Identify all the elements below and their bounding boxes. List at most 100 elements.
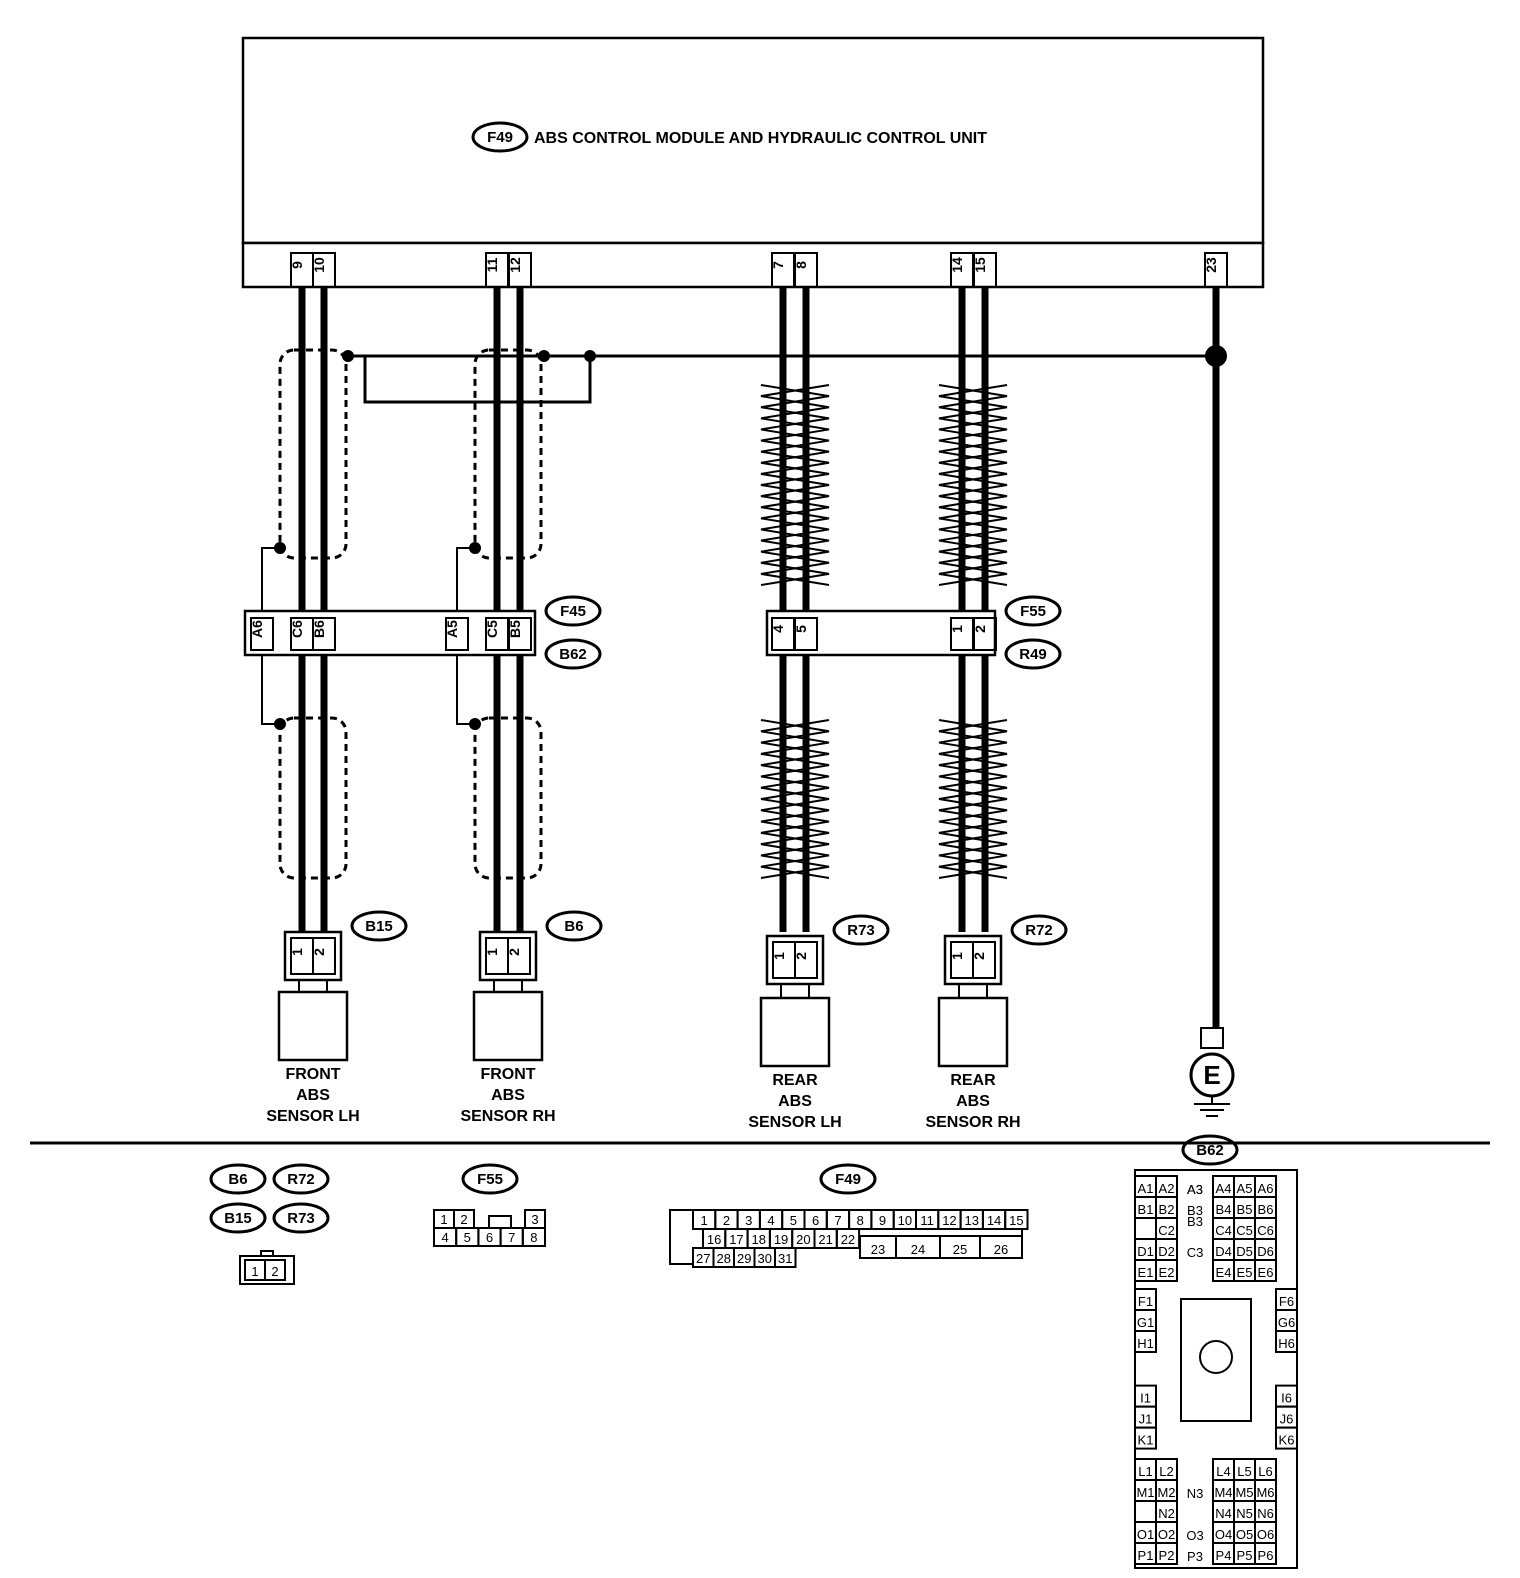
connector-pin: P5 [1237,1548,1253,1563]
sensor-body [759,996,831,1068]
module-pin-label: 7 [770,261,786,269]
connector-pin: 22 [841,1232,855,1247]
module-pin-label: 10 [311,257,327,273]
connector-pin: 12 [942,1213,956,1228]
connector-pin: H1 [1137,1336,1154,1351]
connector-pin: A6 [1258,1181,1274,1196]
sensor-body [472,990,544,1062]
connector-pin: B1 [1138,1202,1154,1217]
module-pin-label: 15 [972,257,988,273]
sensor-code: B15 [365,918,393,935]
connector-pin: I6 [1281,1391,1292,1406]
connector-pin: 18 [752,1232,766,1247]
connector-pin: O1 [1137,1527,1154,1542]
svg-text:1: 1 [949,952,965,960]
connector-pin: C6 [1257,1223,1274,1238]
connector-pin: 19 [774,1232,788,1247]
joint-pin-label: B5 [507,620,523,638]
svg-text:1: 1 [771,952,787,960]
sensor-label: FRONT [285,1066,340,1083]
connector-pin: 13 [965,1213,979,1228]
joint-pin-label: C5 [484,620,500,638]
joint-pin-label: A6 [249,620,265,638]
svg-text:B3: B3 [1187,1214,1203,1229]
twisted-pair-marker [760,719,830,879]
connector-pin: 16 [707,1232,721,1247]
sensor-body [277,990,349,1062]
joint-pin-label: 5 [793,625,809,633]
connector-pin: H6 [1278,1336,1295,1351]
ground-splice-dot [1205,345,1227,367]
connector-pin: L1 [1138,1464,1152,1479]
sensor-label: SENSOR LH [748,1114,841,1131]
svg-text:B3: B3 [1187,1203,1203,1218]
connector-pin: 23 [871,1242,885,1257]
connector-pin: P6 [1258,1548,1274,1563]
sensor-label: ABS [956,1093,990,1110]
connector-pin: 26 [994,1242,1008,1257]
ground-label: E [1203,1060,1220,1090]
connector-pin: F1 [1138,1294,1153,1309]
connector-pin: O6 [1257,1527,1274,1542]
front-joint-code-top: F45 [560,603,586,620]
rear-joint-code-bottom: R49 [1019,646,1047,663]
connector-pin: 9 [879,1213,886,1228]
joint-pin-label: C6 [289,620,305,638]
rear-joint-code-top: F55 [1020,603,1046,620]
connector-pin: L6 [1258,1464,1272,1479]
connector-pin: E4 [1216,1265,1232,1280]
connector-pin: E2 [1159,1265,1175,1280]
connector-pin: L2 [1159,1464,1173,1479]
connector-pin: 7 [834,1213,841,1228]
connector-pin: O2 [1158,1527,1175,1542]
svg-text:A3: A3 [1187,1182,1203,1197]
module-pin-label: 23 [1203,257,1219,273]
connector-pin: 28 [717,1251,731,1266]
connector-pin: 17 [729,1232,743,1247]
sensor-label: ABS [778,1093,812,1110]
connector-pin: 1 [701,1213,708,1228]
twisted-pair-marker [938,719,1008,879]
joint-pin-label: 2 [972,625,988,633]
svg-text:A3: A3 [1187,1182,1203,1197]
shield-drain-wire [348,354,592,404]
connector-pin: E5 [1237,1265,1253,1280]
module-code-badge [471,121,529,153]
connector-pin: 4 [767,1213,774,1228]
connector-pin: 27 [696,1251,710,1266]
connector-pin: 2 [723,1213,730,1228]
sensor-label: FRONT [480,1066,535,1083]
connector-pin: I1 [1140,1391,1151,1406]
b62-housing [1134,1169,1298,1569]
connector-pin: C5 [1236,1223,1253,1238]
connector-pin: K1 [1138,1433,1154,1448]
connector-pin: A2 [1159,1181,1175,1196]
twisted-pair-marker [938,384,1008,586]
connector-pin: O4 [1215,1527,1232,1542]
cable-shield [473,716,543,880]
svg-text:2: 2 [506,948,522,956]
connector-pin: L4 [1216,1464,1230,1479]
joint-pin-label: 1 [949,625,965,633]
connector-pin: C4 [1215,1223,1232,1238]
module-title: ABS CONTROL MODULE AND HYDRAULIC CONTROL… [534,130,987,147]
connector-pin: B6 [1258,1202,1274,1217]
connector-code: F49 [835,1171,861,1188]
connector-pin: C2 [1158,1223,1175,1238]
sensor-code: R73 [847,922,875,939]
svg-text:P3: P3 [1187,1549,1203,1564]
ground-symbol: E [1189,1027,1235,1117]
connector-pin: K6 [1279,1433,1295,1448]
twisted-pair-marker [938,384,1008,586]
connector-pin: 6 [812,1213,819,1228]
joint-pin-label: 4 [770,625,786,633]
twisted-pair-marker [760,384,830,586]
connector-pin: A4 [1216,1181,1232,1196]
